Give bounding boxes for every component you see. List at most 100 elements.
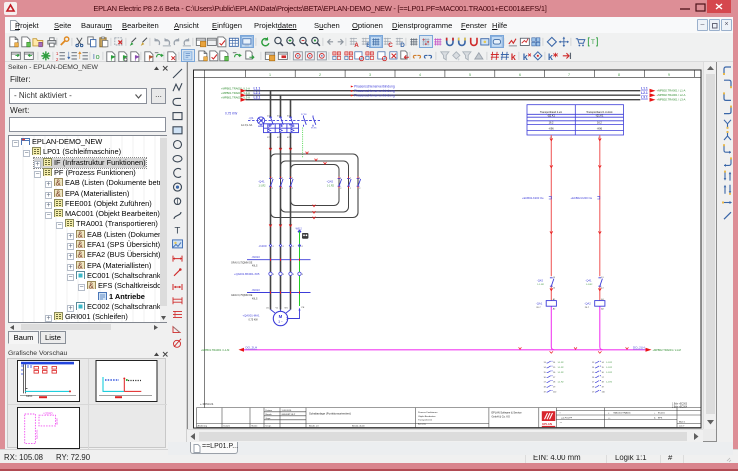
- svg-text:Antriebe: Antriebe: [418, 422, 427, 425]
- svg-text:&: &: [78, 261, 84, 269]
- svg-text:5/L3: 5/L3: [287, 115, 292, 117]
- svg-text:+MPB01.TRA001 / L3-A: +MPB01.TRA001 / L3-A: [221, 96, 250, 100]
- svg-text:19: 19: [592, 391, 595, 393]
- svg-text:2/T1: 2/T1: [267, 137, 272, 139]
- svg-text:A2: A2: [553, 308, 556, 311]
- svg-text:-Q1.K1: -Q1.K1: [595, 115, 604, 118]
- svg-text:1: 1: [292, 177, 294, 179]
- svg-text:L3.1: L3.1: [641, 96, 648, 100]
- svg-text:Name: Name: [252, 426, 259, 428]
- svg-text:1A 3,9- 6A: 1A 3,9- 6A: [241, 124, 253, 127]
- svg-text:GEUERT.ULP: GEUERT.ULP: [282, 414, 296, 416]
- svg-text:2: 2: [292, 188, 294, 190]
- svg-text:26.7: 26.7: [536, 307, 541, 309]
- svg-text:16: 16: [592, 377, 595, 379]
- svg-text:W1: W1: [285, 308, 289, 310]
- svg-text:PE: PE: [302, 307, 305, 309]
- svg-text:Bearb.: Bearb.: [266, 413, 273, 416]
- svg-text:+MPB01.TRA001 / L2-A: +MPB01.TRA001 / L2-A: [221, 91, 250, 95]
- svg-text:1-1.R2: 1-1.R2: [606, 382, 613, 384]
- svg-text:-W013: -W013: [252, 255, 261, 259]
- svg-text:1: 1: [340, 177, 342, 179]
- svg-text:14: 14: [553, 362, 556, 364]
- svg-text:+MPB02.TRA001 / L1-A: +MPB02.TRA001 / L1-A: [657, 89, 686, 93]
- svg-text:17: 17: [592, 382, 595, 384]
- svg-text:B: B: [366, 42, 371, 49]
- svg-text:-K96: -K96: [597, 128, 603, 131]
- svg-text:&: &: [56, 189, 62, 197]
- svg-text:5: 5: [469, 73, 471, 77]
- svg-text:Phasenschienenverbindung: Phasenschienenverbindung: [354, 93, 395, 97]
- svg-text:+MPB01.TRA001 / L1-M: +MPB01.TRA001 / L1-M: [201, 348, 229, 352]
- svg-text:&: &: [78, 251, 84, 259]
- svg-text:k: k: [523, 52, 529, 62]
- svg-text:V1: V1: [276, 308, 279, 310]
- svg-text:16: 16: [602, 372, 605, 374]
- svg-text:+QA001-MA1: +QA001-MA1: [243, 314, 260, 318]
- svg-text:3: 3: [369, 73, 371, 77]
- svg-text:Änderung: Änderung: [198, 425, 208, 428]
- svg-text:==LP01.PF: ==LP01.PF: [561, 417, 573, 419]
- svg-text:6: 6: [273, 274, 275, 276]
- svg-text:Blatt 1: Blatt 1: [679, 421, 686, 424]
- svg-text:17: 17: [544, 382, 547, 384]
- svg-text:Phasenschienenverbindung: Phasenschienenverbindung: [354, 84, 395, 88]
- svg-text:&: &: [78, 241, 84, 249]
- svg-text:17: 17: [553, 377, 556, 379]
- svg-text:-Q42: -Q42: [327, 180, 334, 184]
- svg-text:Bestät. durch: Bestät. durch: [352, 425, 366, 428]
- svg-text:++: ++: [560, 422, 563, 424]
- svg-text:+: +: [654, 413, 656, 415]
- svg-text:+MPB01.TRA001 / L1-A: +MPB01.TRA001 / L1-A: [221, 87, 250, 91]
- svg-text:1: 1: [350, 177, 352, 179]
- svg-text:1/L1: 1/L1: [267, 115, 272, 117]
- svg-text:16: 16: [544, 377, 547, 379]
- svg-text:&: &: [78, 230, 84, 238]
- svg-text:1-1.R2: 1-1.R2: [558, 367, 565, 369]
- svg-text:Bearb. ort: Bearb. ort: [309, 425, 319, 428]
- svg-text:o: o: [96, 52, 100, 61]
- svg-text:+ MPA1/1: + MPA1/1: [200, 402, 214, 406]
- svg-text:17: 17: [602, 377, 605, 379]
- svg-text:Objekt Bearbeiten: Objekt Bearbeiten: [418, 415, 436, 418]
- svg-text:++: ++: [608, 417, 611, 419]
- svg-text:18: 18: [602, 382, 605, 384]
- svg-text:16.2: 16.2: [549, 122, 554, 125]
- svg-text:1-1.R2: 1-1.R2: [259, 186, 267, 188]
- svg-text:1-1.R2: 1-1.R2: [558, 362, 565, 364]
- svg-text:-Q42: -Q42: [537, 279, 544, 283]
- svg-text:110: 110: [602, 391, 606, 393]
- svg-text:Transportieren: Transportieren: [418, 419, 433, 422]
- svg-text:+ECB02-K200 Oe: +ECB02-K200 Oe: [571, 196, 593, 200]
- svg-text:18: 18: [553, 382, 556, 384]
- svg-text:Datum: Datum: [224, 425, 231, 428]
- svg-text:14: 14: [602, 362, 605, 364]
- svg-text:L1.1: L1.1: [641, 87, 648, 91]
- svg-text:1-1.R2: 1-1.R2: [327, 186, 335, 188]
- svg-text:14: 14: [544, 367, 547, 369]
- svg-text:13: 13: [592, 362, 595, 364]
- svg-text:Urspr.: Urspr.: [266, 425, 272, 428]
- svg-text:+3040: +3040: [43, 411, 53, 415]
- svg-text:+QA001.BK001-X05: +QA001.BK001-X05: [234, 272, 260, 276]
- svg-text:Datum: Datum: [266, 409, 273, 412]
- svg-text:GmbH & Co. KG: GmbH & Co. KG: [492, 416, 511, 419]
- svg-text:18: 18: [544, 386, 547, 388]
- svg-text:15: 15: [553, 367, 556, 369]
- svg-text:4: 4: [419, 73, 421, 77]
- svg-text:2: 2: [319, 73, 321, 77]
- svg-text:GRAU 0,75QMM OE: GRAU 0,75QMM OE: [231, 261, 253, 264]
- svg-text:Gepr.: Gepr.: [266, 417, 272, 420]
- svg-text:1-1.R2: 1-1.R2: [606, 367, 613, 369]
- svg-text:13: 13: [553, 277, 556, 279]
- svg-text:GRAU 0,75QMM OE: GRAU 0,75QMM OE: [231, 294, 253, 297]
- svg-text:8: 8: [618, 73, 620, 77]
- svg-text:19: 19: [553, 386, 556, 388]
- svg-text:1: 1: [269, 73, 271, 77]
- svg-text:MAC001/TRA001: MAC001/TRA001: [614, 412, 632, 415]
- svg-text:14: 14: [601, 288, 604, 290]
- svg-text:D: D: [400, 42, 405, 49]
- svg-text:MA.PA.: MA.PA.: [35, 429, 39, 439]
- svg-text:2: 2: [350, 188, 352, 190]
- svg-text:EFS: EFS: [658, 417, 663, 419]
